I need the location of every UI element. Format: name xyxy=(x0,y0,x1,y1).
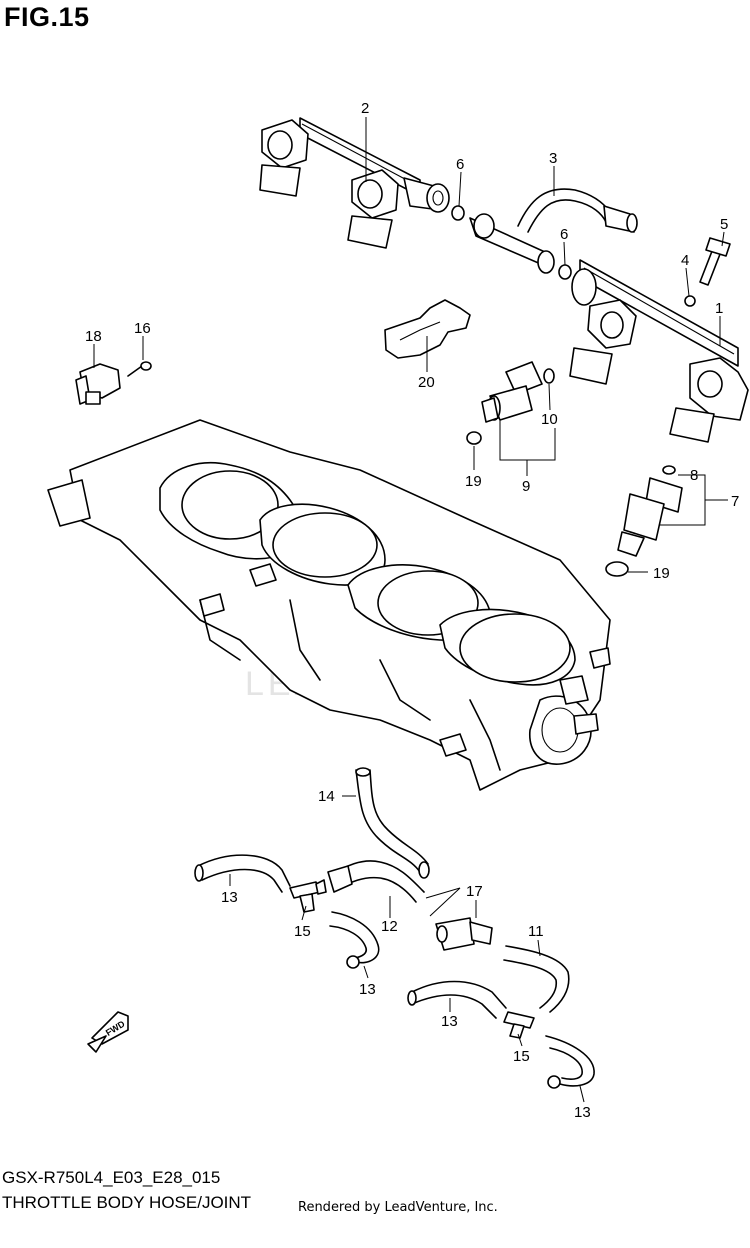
figure-title: FIG.15 xyxy=(4,2,90,32)
fuel-hose[interactable] xyxy=(517,188,611,227)
sensor[interactable] xyxy=(75,363,121,405)
callout-17: 17 xyxy=(466,883,483,900)
fuel-injector-upper[interactable] xyxy=(481,361,543,423)
fuel-delivery-pipe-lower[interactable] xyxy=(569,259,749,443)
callout-9: 9 xyxy=(522,478,530,495)
callout-13-bottom: 13 xyxy=(574,1104,591,1121)
callout-10: 10 xyxy=(541,411,558,428)
callout-12: 12 xyxy=(381,918,398,935)
callout-20: 20 xyxy=(418,374,435,391)
callout-13-mid: 13 xyxy=(359,981,376,998)
o-ring-lower[interactable] xyxy=(558,264,572,280)
model-code: GSX-R750L4_E03_E28_015 xyxy=(2,1168,221,1187)
throttle-body-assembly[interactable] xyxy=(47,419,611,791)
callout-13-right: 13 xyxy=(441,1013,458,1030)
cushion-lower[interactable] xyxy=(605,561,629,577)
callout-18: 18 xyxy=(85,328,102,345)
vacuum-hose-13-bottom[interactable] xyxy=(545,1035,595,1089)
forward-arrow: FWD xyxy=(87,1011,129,1053)
vacuum-hose-13-left[interactable] xyxy=(194,854,291,893)
callout-6-upper: 6 xyxy=(456,156,464,173)
callout-5: 5 xyxy=(720,216,728,233)
callout-15-right: 15 xyxy=(513,1048,530,1065)
screw[interactable] xyxy=(127,361,152,377)
callout-19-upper: 19 xyxy=(465,473,482,490)
clamp[interactable] xyxy=(384,299,471,359)
injector-o-ring[interactable] xyxy=(543,368,555,384)
bolt[interactable] xyxy=(699,237,731,286)
callout-7: 7 xyxy=(731,493,739,510)
vacuum-hose-11[interactable] xyxy=(503,945,570,1013)
fuel-delivery-pipe-upper[interactable] xyxy=(259,117,450,249)
callout-3: 3 xyxy=(549,150,557,167)
o-ring-upper[interactable] xyxy=(451,205,465,221)
leader-lines xyxy=(93,117,728,1103)
fuel-injector-lower[interactable] xyxy=(617,477,683,557)
diagram-caption: THROTTLE BODY HOSE/JOINT xyxy=(2,1193,252,1212)
vacuum-hose-13-right[interactable] xyxy=(407,980,507,1019)
callout-13-left: 13 xyxy=(221,889,238,906)
vacuum-hose-14[interactable] xyxy=(355,767,430,879)
callout-19-lower: 19 xyxy=(653,565,670,582)
vacuum-hose-12[interactable] xyxy=(327,860,425,903)
callout-15-left: 15 xyxy=(294,923,311,940)
callout-14: 14 xyxy=(318,788,335,805)
callout-4: 4 xyxy=(681,252,689,269)
callout-6-lower: 6 xyxy=(560,226,568,243)
callout-2: 2 xyxy=(361,100,369,117)
callout-1: 1 xyxy=(715,300,723,317)
callout-labels: 2 6 3 6 5 4 1 16 18 20 10 19 9 8 7 19 14… xyxy=(85,100,739,1121)
pipe-joint[interactable] xyxy=(469,213,555,274)
injector-o-ring-lower[interactable] xyxy=(662,465,676,475)
rendered-by-credit: Rendered by LeadVenture, Inc. xyxy=(298,1200,498,1215)
callout-8: 8 xyxy=(690,467,698,484)
valve[interactable] xyxy=(435,917,493,951)
washer[interactable] xyxy=(684,295,696,307)
cushion-upper[interactable] xyxy=(466,431,482,445)
callout-11: 11 xyxy=(528,923,544,940)
parts-diagram: LEADVENTURE xyxy=(47,100,749,1121)
vacuum-hose-13-mid[interactable] xyxy=(329,911,380,969)
joint-15-left[interactable] xyxy=(289,879,327,913)
callout-16: 16 xyxy=(134,320,151,337)
joint-15-right[interactable] xyxy=(503,1011,535,1039)
